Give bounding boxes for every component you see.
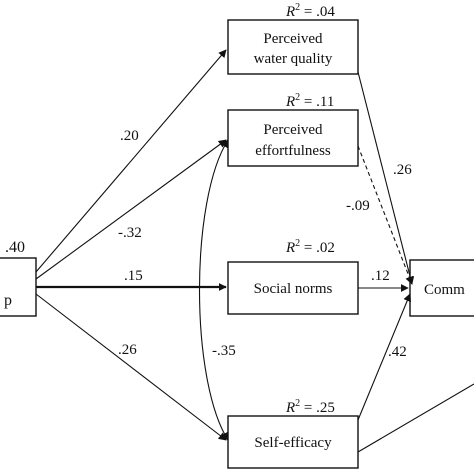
coef-norms-outcome: .12 <box>371 268 390 284</box>
self-efficacy-box <box>227 415 359 469</box>
coef-water-outcome: .26 <box>393 162 412 178</box>
water-quality-r2: R2 = .04 <box>285 2 335 20</box>
self-efficacy-r2: R2 = .25 <box>285 398 335 416</box>
social-norms-r2: R2 = .02 <box>285 238 335 256</box>
edge-effort-outcome <box>357 145 414 285</box>
social-norms-box <box>227 261 359 315</box>
edge-efficacy-outcome <box>357 293 411 421</box>
coef-effort-outcome: -.09 <box>346 198 370 214</box>
water-quality-box <box>227 19 359 75</box>
coef-effort-efficacy: -.35 <box>212 343 236 359</box>
edge-water-outcome <box>357 71 415 285</box>
coef-predictor-water: .20 <box>120 128 139 144</box>
coef-predictor-norms: .15 <box>124 268 143 284</box>
outcome-box <box>409 259 474 317</box>
coef-efficacy-outcome: .42 <box>388 344 407 360</box>
coef-predictor-efficacy: .26 <box>118 342 137 358</box>
effortfulness-label-1: Perceived <box>263 122 323 138</box>
social-norms-label: Social norms <box>254 281 333 297</box>
edge-predictor-efficacy <box>35 293 227 441</box>
edge-efficacy-offscreen <box>357 383 474 453</box>
self-efficacy-label: Self-efficacy <box>254 435 332 451</box>
water-quality-label-2: water quality <box>254 51 333 67</box>
edge-effort-efficacy <box>198 139 229 441</box>
predictor-label: p <box>4 292 12 309</box>
effortfulness-label-2: effortfulness <box>255 143 331 159</box>
coef-predictor-effort: -.32 <box>118 225 142 241</box>
outcome-label: Comm <box>424 282 465 298</box>
edge-predictor-water <box>35 49 227 273</box>
effortfulness-r2: R2 = .11 <box>285 92 334 110</box>
edge-predictor-effort <box>35 139 227 280</box>
water-quality-label-1: Perceived <box>263 31 323 47</box>
effortfulness-box <box>227 109 359 167</box>
predictor-r2-label: .40 <box>5 239 25 256</box>
